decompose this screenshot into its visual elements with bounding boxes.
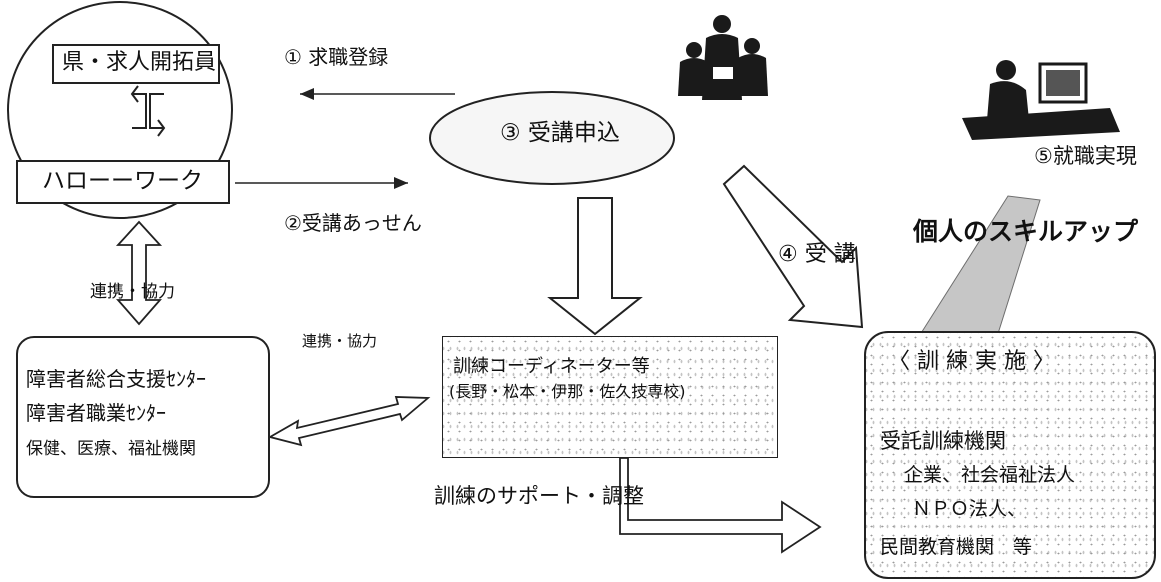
coordinator-line-1: 訓練コーディネーター等 [453, 356, 650, 377]
cooperation-mid-label: 連携・協力 [302, 332, 378, 350]
support-elbow-arrow [619, 457, 822, 554]
group-meeting-illustration [678, 15, 768, 100]
training-title: 〈 訓 練 実 施 〉 [888, 349, 1055, 374]
office-worker-illustration [962, 60, 1120, 140]
institution-line-1: 企業、社会福祉法人 [904, 464, 1076, 486]
cooperation-left-label: 連携・協力 [90, 282, 175, 302]
support-line-3: 保健、医療、福祉機関 [26, 439, 196, 459]
support-line-2: 障害者職業ｾﾝﾀｰ [26, 401, 166, 425]
step4-label: ④ 受 講 [778, 242, 856, 267]
bracket-arrow-icon [130, 85, 166, 137]
pref-recruiter-box [52, 44, 220, 84]
cooperation-horizontal-arrow [267, 396, 431, 447]
application-ellipse [429, 91, 675, 185]
pref-recruiter-label: 県・求人開拓員 [62, 50, 217, 75]
attend-block-arrow [722, 164, 864, 329]
institutions-heading: 受託訓練機関 [880, 429, 1006, 453]
step5-label: ⑤就職実現 [1034, 144, 1137, 168]
training-support-label: 訓練のサポート・調整 [434, 484, 644, 508]
training-implementation-box: 〈 訓 練 実 施 〉 受託訓練機関 企業、社会福祉法人 ＮＰＯ法人、 民間教育… [864, 331, 1156, 579]
institution-line-2: ＮＰＯ法人、 [912, 498, 1027, 520]
support-centers-box: 障害者総合支援ｾﾝﾀｰ 障害者職業ｾﾝﾀｰ 保健、医療、福祉機関 [16, 336, 270, 498]
arrow-placement [235, 177, 408, 189]
skill-up-label: 個人のスキルアップ [913, 217, 1139, 246]
coordinator-line-2: (長野・松本・伊那・佐久技専校) [449, 382, 686, 401]
support-line-1: 障害者総合支援ｾﾝﾀｰ [26, 367, 206, 391]
down-block-arrow [547, 197, 643, 336]
agency-ellipse [7, 1, 233, 219]
coordinator-box: 訓練コーディネーター等 (長野・松本・伊那・佐久技専校) [442, 336, 778, 458]
step2-label: ②受講あっせん [284, 211, 422, 235]
cooperation-vertical-arrow [115, 220, 163, 326]
arrow-registration [300, 88, 455, 100]
hello-work-label: ハローーワーク [42, 168, 203, 194]
step3-label: ③ 受講申込 [500, 120, 620, 146]
hello-work-box [16, 160, 230, 204]
step1-label: ① 求職登録 [284, 45, 389, 69]
institution-line-3: 民間教育機関 等 [880, 536, 1033, 558]
